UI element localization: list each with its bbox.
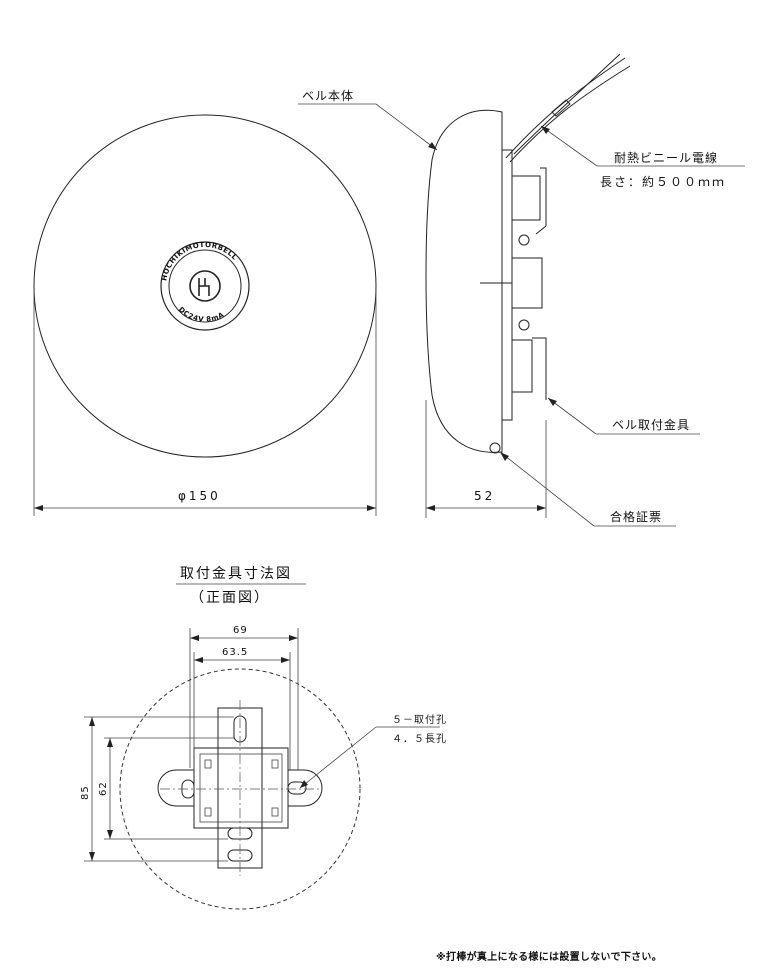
- svg-text:HOCHIKIMOTORBELL: HOCHIKIMOTORBELL: [160, 241, 238, 282]
- height-inner-value: 62: [98, 781, 109, 796]
- wire-name-label: 耐熱ビニール電線: [614, 150, 718, 165]
- center-badge: HOCHIKIMOTORBELL DC24V 8mA: [160, 241, 250, 331]
- certificate-label: 合格証票: [610, 509, 662, 524]
- front-view: HOCHIKIMOTORBELL DC24V 8mA φ150: [33, 114, 377, 516]
- bell-outline-dashed: [119, 668, 361, 910]
- side-view: ベル本体 耐熱ビニール電線 長さ：約５００ｍｍ ベル取付金具 合格証票 52: [298, 53, 745, 527]
- mount-title: 取付金具寸法図: [180, 566, 292, 582]
- height-outer-value: 85: [80, 785, 91, 800]
- installation-note: ※打棒が真上になる様には設置しないで下さい。: [436, 950, 662, 963]
- bell-body-label: ベル本体: [302, 89, 354, 103]
- bell-body-profile: [425, 109, 503, 453]
- bracket-label: ベル取付金具: [612, 417, 690, 432]
- wire-length-label: 長さ：約５００ｍｍ: [600, 174, 726, 189]
- svg-text:DC24V 8mA: DC24V 8mA: [177, 305, 226, 323]
- certificate-tag-icon: [489, 442, 501, 454]
- mount-bracket-view: 取付金具寸法図 （正面図） 69 63.5: [80, 566, 447, 910]
- bell-face-outline: [33, 114, 377, 458]
- width-inner-value: 63.5: [222, 647, 248, 658]
- holes-label-line1: ５－取付孔: [392, 713, 447, 726]
- holes-label-line2: ４．５長孔: [392, 733, 447, 745]
- badge-rating-text: DC24V 8mA: [177, 305, 225, 323]
- badge-brand-text: HOCHIKIMOTORBELL: [160, 241, 238, 282]
- width-outer-value: 69: [233, 625, 248, 636]
- diameter-value: φ150: [178, 489, 221, 503]
- brand-logo-icon: [189, 270, 221, 302]
- mount-subtitle: （正面図）: [190, 590, 270, 606]
- depth-value: 52: [474, 489, 495, 503]
